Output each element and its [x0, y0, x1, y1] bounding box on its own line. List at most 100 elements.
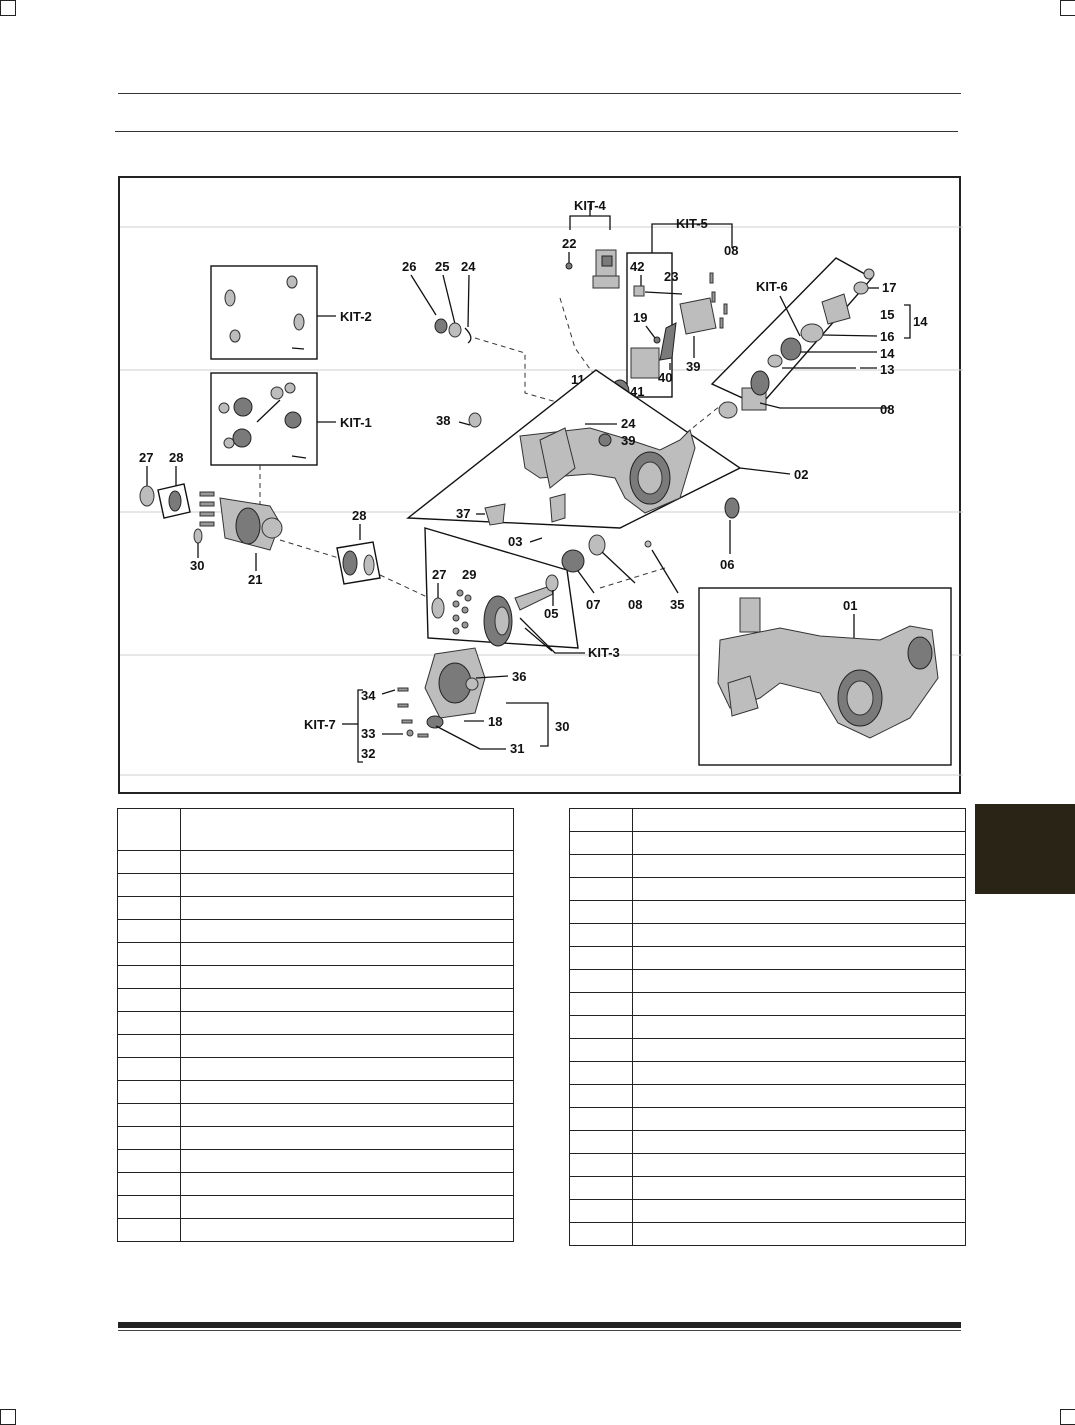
crop-mark-bottom-right — [1060, 1409, 1075, 1425]
svg-text:28: 28 — [352, 508, 366, 523]
table-row — [569, 1107, 966, 1131]
svg-text:22: 22 — [562, 236, 576, 251]
part-description-cell — [632, 1038, 966, 1062]
part-description-cell — [180, 1034, 514, 1058]
part-number-cell — [569, 946, 633, 970]
header-rule-top — [118, 93, 961, 94]
table-row — [569, 923, 966, 947]
svg-text:02: 02 — [794, 467, 808, 482]
part-description-cell — [632, 900, 966, 924]
table-row — [569, 854, 966, 878]
table-row — [117, 873, 514, 897]
svg-text:05: 05 — [544, 606, 558, 621]
svg-text:39: 39 — [621, 433, 635, 448]
table-row — [117, 988, 514, 1012]
part-description-cell — [632, 1153, 966, 1177]
table-row — [117, 1126, 514, 1150]
part-description-cell — [180, 850, 514, 874]
table-row — [569, 1130, 966, 1154]
svg-text:08: 08 — [628, 597, 642, 612]
part-number-cell — [569, 808, 633, 832]
callout-kit-2: KIT-2 — [340, 309, 372, 324]
svg-text:16: 16 — [880, 329, 894, 344]
table-row — [117, 1172, 514, 1196]
part-description-cell — [632, 1176, 966, 1200]
svg-text:24: 24 — [461, 259, 476, 274]
part-number-cell — [569, 900, 633, 924]
svg-text:42: 42 — [630, 259, 644, 274]
svg-text:24: 24 — [621, 416, 636, 431]
svg-text:KIT-3: KIT-3 — [588, 645, 620, 660]
svg-text:23: 23 — [664, 269, 678, 284]
svg-text:14: 14 — [880, 346, 895, 361]
table-row — [117, 1195, 514, 1219]
part-number-cell — [117, 1172, 181, 1196]
kit-1-group: KIT-1 — [210, 372, 372, 466]
part-number-cell — [569, 1130, 633, 1154]
part-number-cell — [569, 923, 633, 947]
svg-text:36: 36 — [512, 669, 526, 684]
part-description-cell — [180, 1126, 514, 1150]
part-description-cell — [180, 942, 514, 966]
kit-7-cover-group: 36 18 30 31 34 33 32 KIT-7 — [304, 647, 569, 763]
part-description-cell — [180, 1057, 514, 1081]
table-row — [569, 1222, 966, 1246]
part-description-cell — [180, 1103, 514, 1127]
svg-text:28: 28 — [169, 450, 183, 465]
part-number-cell — [117, 850, 181, 874]
part-number-cell — [117, 1057, 181, 1081]
part-description-cell — [180, 988, 514, 1012]
table-row — [569, 1015, 966, 1039]
assembled-axle-inset: 01 — [698, 587, 952, 766]
footer-rule-thick — [118, 1322, 961, 1328]
seal-washer-group: 26 25 24 — [402, 259, 476, 344]
kit-5-group: KIT-5 08 42 23 19 41 40 39 — [626, 216, 738, 399]
svg-text:31: 31 — [510, 741, 524, 756]
table-row — [117, 965, 514, 989]
svg-text:37: 37 — [456, 506, 470, 521]
part-number-cell — [569, 877, 633, 901]
part-number-cell — [117, 1195, 181, 1219]
table-row — [117, 808, 514, 851]
part-description-cell — [180, 1172, 514, 1196]
svg-text:08: 08 — [880, 402, 894, 417]
table-row — [569, 1061, 966, 1085]
part-number-cell — [117, 1080, 181, 1104]
svg-text:KIT-7: KIT-7 — [304, 717, 336, 732]
svg-text:07: 07 — [586, 597, 600, 612]
callout-kit-1: KIT-1 — [340, 415, 372, 430]
part-number-cell — [569, 854, 633, 878]
svg-text:26: 26 — [402, 259, 416, 274]
part-description-cell — [632, 854, 966, 878]
svg-text:14: 14 — [913, 314, 928, 329]
part-description-cell — [632, 946, 966, 970]
part-number-cell — [117, 1103, 181, 1127]
part-description-cell — [632, 969, 966, 993]
svg-text:30: 30 — [190, 558, 204, 573]
part-number-cell — [569, 1084, 633, 1108]
table-row — [569, 877, 966, 901]
table-row — [117, 850, 514, 874]
part-description-cell — [632, 1084, 966, 1108]
part-description-cell — [180, 1011, 514, 1035]
table-row — [569, 969, 966, 993]
table-row — [569, 992, 966, 1016]
svg-text:30: 30 — [555, 719, 569, 734]
part-number-cell — [569, 1176, 633, 1200]
kit-2-group: KIT-2 — [210, 265, 372, 360]
svg-text:29: 29 — [462, 567, 476, 582]
header-rule-bottom — [115, 131, 958, 132]
table-row — [569, 900, 966, 924]
kit-3-group: 27 29 05 KIT-3 — [424, 527, 620, 660]
kit-6-pinion-flange-group: 08 13 14 16 15 14 17 KIT-6 — [710, 257, 928, 419]
part-description-cell — [632, 923, 966, 947]
part-number-cell — [117, 1126, 181, 1150]
part-description-cell — [632, 1222, 966, 1246]
crop-mark-top-left — [0, 0, 16, 16]
parts-table-right — [569, 808, 966, 1246]
part-number-cell — [569, 992, 633, 1016]
svg-text:34: 34 — [361, 688, 376, 703]
part-number-cell — [569, 969, 633, 993]
svg-text:25: 25 — [435, 259, 449, 274]
table-row — [569, 1038, 966, 1062]
